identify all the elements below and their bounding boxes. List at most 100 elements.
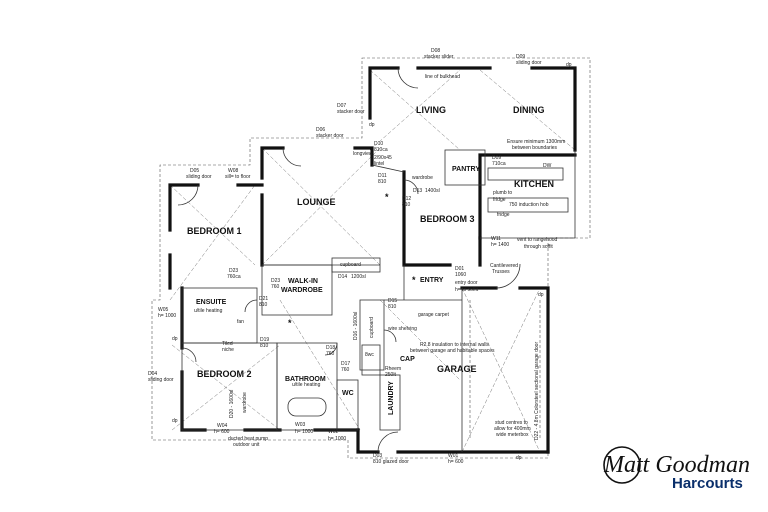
note: D01 [455,266,464,272]
note: wide meterbox [496,432,529,438]
smoke-alarm-icon: * [412,275,416,285]
note: 1400sl [425,188,440,194]
note: 810 [378,179,387,185]
room-laundry: LAUNDRY [388,381,395,415]
note: niche [222,347,234,353]
note: D19 [260,337,269,343]
note: wardrobe [412,175,433,181]
note: u/tile heating [194,308,223,314]
room-lounge: LOUNGE [297,197,336,207]
note: stacker door [337,109,365,115]
note: 760 [271,284,280,290]
note: through soffit [524,244,553,250]
note: D13 [413,188,422,194]
room-bedroom-2: BEDROOM 2 [197,369,252,379]
note: D11 [378,173,387,179]
room-entry: ENTRY [420,277,444,284]
logo-circle-icon [603,446,641,484]
note: u/tile heating [292,382,321,388]
note: 760ca [227,274,241,280]
note: sliding door [516,60,542,66]
note: stacker slider [424,54,454,60]
note: h= 1000 [295,429,313,435]
note: dp [172,418,178,424]
annotations: D08 stacker slider D09 sliding door line… [148,48,572,465]
note: D09 [492,155,501,161]
note: W03 [295,422,306,428]
note: DW [543,163,552,169]
note: D04 [148,371,157,377]
note: D15 [388,298,397,304]
note: sliding door [148,377,174,383]
note: stacker door [316,133,344,139]
note: stud centres to [495,420,528,426]
note: dp [516,455,522,461]
note: 760 [326,351,335,357]
note: ducted heat pump [228,436,268,442]
note: W05 [158,307,169,313]
roofline [151,57,591,459]
note: R2.8 insulation to internal walls [420,342,489,348]
note: h= 600 [214,429,230,435]
note: D16 - 1600sl [353,312,359,340]
note: W02 [328,429,339,435]
note: Tiled [222,341,233,347]
note: fan [237,319,244,325]
note: D20 - 1600sl [229,390,235,418]
note: Cantilevered [490,263,518,269]
room-kitchen: KITCHEN [514,179,554,189]
note: cupboard [369,317,375,338]
note: Rheem [385,366,401,372]
note: D05 [190,168,199,174]
note: garage carpet [418,312,449,318]
note: 250lt [385,372,396,378]
note: D17 [341,361,350,367]
note: D06 [316,127,325,133]
note: dp [172,336,178,342]
note: entry door [455,280,478,286]
note: D14 [338,274,347,280]
note: 8wc [365,352,374,358]
note: D12 [402,196,411,202]
room-walkin-2: WARDROBE [281,287,323,294]
company-name: Harcourts [672,475,743,492]
note: h= 1000 [328,436,346,442]
note: outdoor unit [233,442,260,448]
note: 1200sl [351,274,366,280]
note: lintel [374,161,384,167]
note: dp [538,292,544,298]
agent-name: Matt Goodman [603,452,750,478]
note: W08 [228,168,239,174]
smoke-alarm-icon: * [385,192,389,202]
room-living: LIVING [416,105,446,115]
note: 810ca [374,147,388,153]
note: D21 [259,296,268,302]
note: allow for 400mm [494,426,531,432]
note: 750 induction hob [509,202,549,208]
note: cupboard [340,262,361,268]
note: W04 [217,423,228,429]
note: 810 [402,202,411,208]
note: 810 [260,343,269,349]
room-dining: DINING [513,105,545,115]
note: Ensure minimum 1300mm [507,139,565,145]
note: vent to rangehood [517,237,558,243]
note: wardrobe [242,392,248,413]
note: 1060 [455,272,466,278]
note: D07 [337,103,346,109]
note: W01 [448,453,459,459]
note: h= 1000 [158,313,176,319]
room-wc: WC [342,390,354,397]
note: between boundaries [512,145,558,151]
note: D18 [326,345,335,351]
note: D23 [229,268,238,274]
agent-branding: Matt Goodman Harcourts [603,446,750,492]
note: sill= to floor [225,174,251,180]
room-cap: CAP [400,356,415,363]
note: Trusses [492,269,510,275]
note: 810 [388,304,397,310]
room-walkin-1: WALK-IN [288,278,318,285]
note: D23 [271,278,280,284]
room-bedroom-1: BEDROOM 1 [187,226,242,236]
